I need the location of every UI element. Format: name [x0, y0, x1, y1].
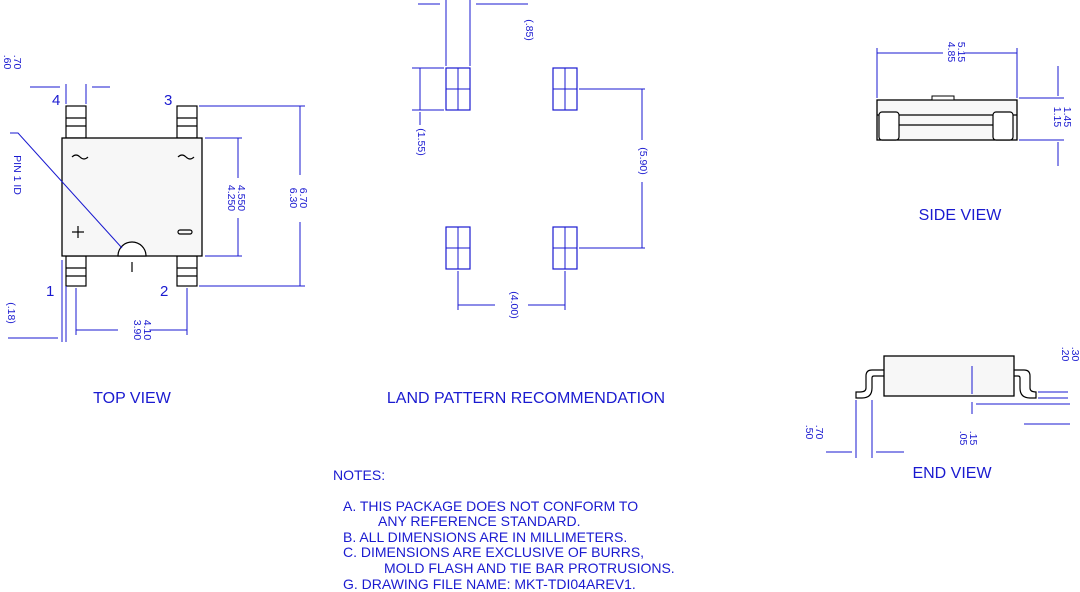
lead-3	[176, 105, 198, 139]
note-line: A. THIS PACKAGE DOES NOT CONFORM TO	[343, 498, 638, 514]
end-body	[883, 355, 1015, 397]
pin1-leader	[10, 132, 123, 249]
dim-pin-pitch-min: 3.90	[131, 320, 143, 341]
end-view: .30 .20 .15 .05 .70 .50 END VIEW	[803, 347, 1080, 482]
dim-lead-offset: (.18)	[5, 302, 17, 324]
note-line: MOLD FLASH AND TIE BAR PROTRUSIONS.	[384, 560, 675, 576]
lead-4	[65, 105, 87, 139]
dim-overall-height-min: 6.30	[287, 188, 299, 209]
side-view-title: SIDE VIEW	[919, 207, 1003, 224]
side-view: 5.15 4.85 1.45 1.15 SIDE VIEW	[876, 42, 1073, 224]
dim-side-length-min: 4.85	[945, 42, 957, 63]
top-view: PIN 1 ID 4 3 1 2 .70 .60 4.550 4.250 6.7…	[1, 55, 309, 407]
dim-side-height-max: 1.45	[1061, 107, 1073, 128]
note-line: G. DRAWING FILE NAME: MKT-TDI04AREV1.	[343, 576, 636, 592]
note-line: ANY REFERENCE STANDARD.	[378, 513, 581, 529]
ac-mark-icon	[71, 154, 89, 160]
dim-lead-width-min: .60	[1, 55, 13, 70]
dim-standoff-min: .05	[957, 431, 969, 446]
end-lead-right	[1014, 369, 1037, 399]
pin-number: 1	[46, 283, 54, 300]
dim-lead-width-max: .70	[11, 55, 23, 70]
dim-lead-thickness-max: .30	[1069, 347, 1080, 362]
pin-number: 3	[164, 92, 172, 109]
dim-foot-max: .70	[813, 425, 825, 440]
land-pattern: (.85) (1.55) (5.90) (4.00) LAND PATTERN …	[387, 0, 665, 407]
dim-pad-length: (1.55)	[415, 128, 427, 155]
dim-row-pitch: (5.90)	[637, 147, 649, 174]
minus-mark-icon	[177, 229, 193, 235]
pin1-notch	[117, 241, 147, 257]
dim-standoff-max: .15	[967, 431, 979, 446]
dim-body-height-max: 4.550	[235, 185, 247, 211]
end-lead-left	[855, 369, 884, 399]
note-line: B. ALL DIMENSIONS ARE IN MILLIMETERS.	[343, 529, 627, 545]
pin-number: 4	[52, 92, 60, 109]
notes-heading: NOTES:	[333, 467, 385, 483]
plus-mark-icon	[72, 226, 84, 238]
package-body	[61, 137, 203, 257]
ac-mark-icon	[177, 154, 195, 160]
dim-body-height-min: 4.250	[225, 185, 237, 211]
land-pattern-title: LAND PATTERN RECOMMENDATION	[387, 390, 665, 407]
pin-number: 2	[160, 283, 168, 300]
dim-side-height-min: 1.15	[1051, 107, 1063, 128]
dim-foot-min: .50	[803, 425, 815, 440]
notes: NOTES: A. THIS PACKAGE DOES NOT CONFORM …	[333, 467, 675, 592]
note-line: C. DIMENSIONS ARE EXCLUSIVE OF BURRS,	[343, 544, 644, 560]
lead-1	[65, 255, 87, 287]
lead-2	[176, 255, 198, 287]
dim-pin-pitch-max: 4.10	[141, 320, 153, 341]
dim-pad-width: (.85)	[523, 19, 535, 41]
top-view-title: TOP VIEW	[93, 390, 172, 407]
dim-side-length-max: 5.15	[955, 42, 967, 63]
dim-overall-height-max: 6.70	[297, 188, 309, 209]
dim-lead-thickness-min: .20	[1059, 347, 1071, 362]
dim-col-pitch: (4.00)	[508, 291, 520, 318]
end-view-title: END VIEW	[912, 465, 992, 482]
pin1-id-label: PIN 1 ID	[11, 155, 23, 195]
